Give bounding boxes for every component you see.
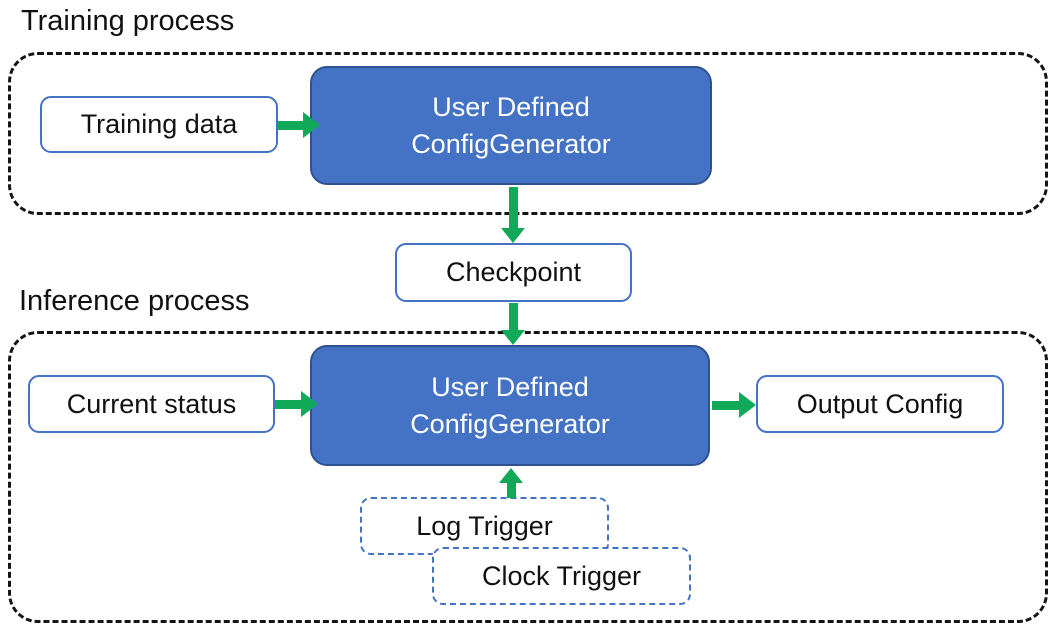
generator-label-line1: User Defined [431, 372, 589, 403]
generator-label-line1: User Defined [432, 92, 590, 123]
arrow-head [301, 391, 318, 417]
inference-config-generator-box: User Defined ConfigGenerator [310, 345, 710, 466]
arrow-head [501, 330, 525, 345]
arrow-shaft [275, 399, 301, 409]
arrow-icon-checkpoint-to-inference-generator [501, 303, 525, 345]
arrow-icon-generator-to-checkpoint [501, 187, 525, 243]
arrow-head [501, 228, 525, 243]
output-config-box: Output Config [756, 375, 1004, 433]
arrow-icon-generator-to-output [712, 392, 756, 418]
training-data-box: Training data [40, 96, 278, 153]
generator-label-line2: ConfigGenerator [410, 408, 610, 439]
training-process-title: Training process [21, 5, 235, 37]
arrow-head [739, 392, 756, 418]
training-config-generator-box: User Defined ConfigGenerator [310, 66, 712, 185]
arrow-shaft [508, 303, 518, 330]
generator-label-line2: ConfigGenerator [411, 128, 611, 159]
arrow-icon-triggers-to-generator [499, 468, 523, 498]
arrow-shaft [508, 187, 518, 228]
arrow-head [303, 112, 320, 138]
log-trigger-box: Log Trigger [360, 497, 609, 555]
checkpoint-box: Checkpoint [395, 243, 632, 302]
arrow-icon-training-data-to-generator [278, 112, 320, 138]
inference-process-title: Inference process [19, 285, 250, 317]
arrow-shaft [712, 400, 739, 410]
arrow-icon-current-status-to-generator [275, 391, 318, 417]
arrow-shaft [506, 483, 516, 498]
clock-trigger-box: Clock Trigger [432, 547, 691, 605]
inference-process-container [8, 331, 1048, 623]
training-process-container [8, 52, 1048, 215]
current-status-box: Current status [28, 375, 275, 433]
arrow-head [499, 468, 523, 483]
arrow-shaft [278, 120, 303, 130]
